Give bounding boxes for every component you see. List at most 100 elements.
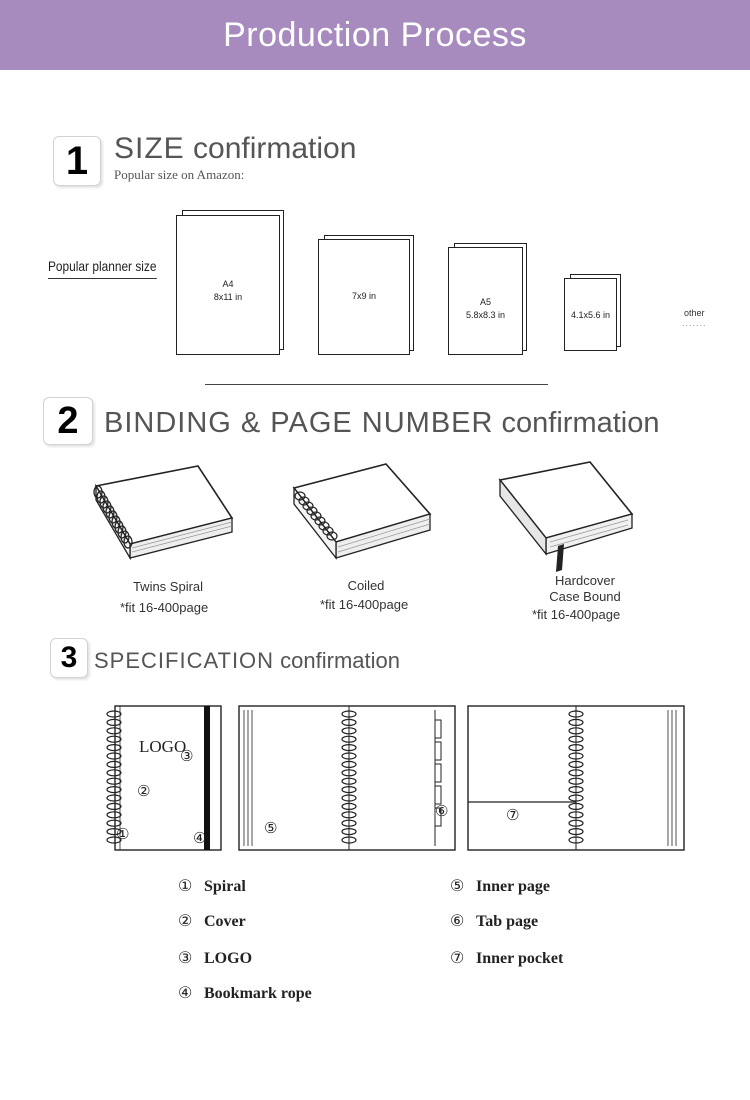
spiral-coil [106,760,122,769]
step-3-title-rest: confirmation [274,648,401,673]
spiral-coil [341,836,357,844]
legend-inner-pocket-label: Inner pocket [476,950,564,967]
spiral-coil [568,777,584,785]
legend-item-inner-pocket: ⑦ Inner pocket [450,948,563,968]
size-other-dots: ....... [682,318,707,328]
size-small-dims: 4.1x5.6 in [570,310,611,320]
binding-hardcover-note: *fit 16-400page [532,607,621,622]
spiral-coil [341,802,357,811]
binding-twins-spiral-label: Twins Spiral [132,579,204,594]
size-7x9-sheet: 7x9 in [318,239,410,355]
spiral-coil [341,811,357,819]
binding-hardcover-label-line1: Hardcover [555,573,615,588]
spiral-coil [568,727,584,735]
spiral-coil [106,752,122,760]
step-1-number: 1 [65,138,89,183]
spiral-binding-cover [106,710,122,844]
spiral-coil [568,785,584,794]
spiral-coil [106,735,122,743]
spiral-coil [106,828,122,836]
spiral-coil [341,710,357,718]
step-2-title-main: BINDING & PAGE NUMBER [104,407,494,439]
spiral-coil [568,718,584,726]
spiral-coil [106,710,122,718]
binding-twins-spiral-note: *fit 16-400page [120,600,209,615]
step-3-number: 3 [60,641,78,674]
binding-coiled-note: *fit 16-400page [320,597,409,612]
spiral-coil [106,777,122,785]
spiral-coil [341,785,357,794]
legend-bookmark-num: ④ [178,985,193,1002]
spiral-coil [568,735,584,743]
spiral-coil [341,819,357,827]
bookmark-rope-shape [204,706,210,850]
section-divider [205,384,548,385]
size-a4-sheet: A4 8x11 in [176,215,280,355]
coiled-illustration [292,463,432,560]
legend-cover-label: Cover [204,913,246,930]
legend-item-inner-page: ⑤ Inner page [450,876,550,896]
spiral-coil [341,743,357,752]
spiral-coil [341,794,357,802]
spiral-coil [106,836,122,844]
size-7x9-dims: 7x9 in [351,291,377,301]
header-banner: Production Process [0,0,750,70]
step-1-title-rest: confirmation [184,132,357,165]
spiral-coil [568,769,584,777]
specification-diagram: LOGO ③ ② ① ④ ⑤ ⑥ ⑦ [106,705,685,851]
binding-coiled-label: Coiled [347,578,385,593]
spiral-coil [106,811,122,819]
marker-cover: ② [137,782,150,800]
step-2-number-box: 2 [43,397,93,445]
legend-spiral-num: ① [178,878,193,895]
step-2-title: BINDING & PAGE NUMBER confirmation [104,407,659,440]
spiral-binding-inner [341,710,357,844]
step-2-number: 2 [57,399,79,442]
marker-bookmark: ④ [193,829,206,847]
size-a4-dims: 8x11 in [213,292,243,302]
legend-logo-label: LOGO [204,950,253,967]
spiral-coil [341,727,357,735]
marker-logo: ③ [180,747,193,765]
legend-tab-page-label: Tab page [476,913,539,930]
size-a5-dims: 5.8x8.3 in [465,310,506,320]
size-a5-name: A5 [479,297,491,307]
spiral-coil [106,794,122,802]
binding-hardcover-label-line2: Case Bound [549,589,621,604]
size-small-sheet: 4.1x5.6 in [564,278,617,351]
spiral-coil [568,710,584,718]
spiral-binding-pocket [568,710,584,844]
spiral-coil [106,819,122,827]
step-3-title-main: SPECIFICATION [94,648,275,673]
spiral-coil [341,777,357,785]
legend-item-bookmark-rope: ④ Bookmark rope [178,983,312,1003]
marker-inner-pocket: ⑦ [506,806,519,824]
marker-tab-page: ⑥ [435,802,448,820]
size-a5-sheet: A5 5.8x8.3 in [448,247,523,355]
legend-logo-num: ③ [178,950,193,967]
spiral-coil [568,802,584,811]
page-title: Production Process [223,15,527,54]
spiral-coil [106,718,122,726]
legend-tab-page-num: ⑥ [450,913,465,930]
spiral-coil [568,819,584,827]
legend-inner-page-label: Inner page [476,878,550,895]
legend-inner-page-num: ⑤ [450,878,465,895]
spiral-coil [341,769,357,777]
spiral-coil [568,760,584,769]
step-3-number-box: 3 [50,638,88,678]
binding-hardcover-label: Hardcover Case Bound [530,573,640,605]
spiral-coil [106,802,122,811]
legend-item-tab-page: ⑥ Tab page [450,911,538,931]
legend-item-cover: ② Cover [178,911,246,931]
legend-bookmark-label: Bookmark rope [204,985,312,1002]
marker-spiral: ① [116,825,129,843]
legend-inner-pocket-num: ⑦ [450,950,465,967]
step-1-title: SIZE confirmation [114,132,356,166]
size-a4-name: A4 [222,279,234,289]
step-1-subtitle: Popular size on Amazon: [114,167,245,182]
spiral-coil [106,743,122,752]
planner-size-label: Popular planner size [48,258,157,279]
legend-cover-num: ② [178,913,193,930]
